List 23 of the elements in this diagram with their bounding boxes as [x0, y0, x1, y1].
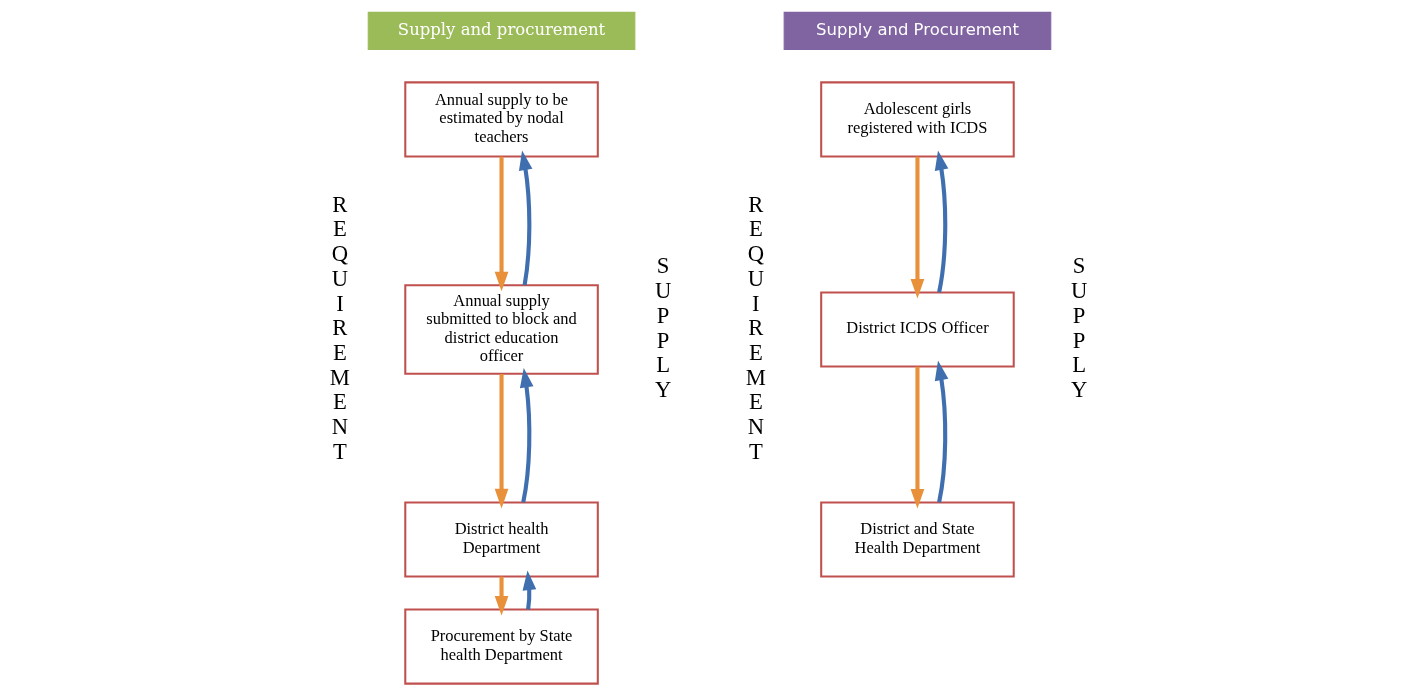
arrow — [494, 576, 509, 616]
node-box: Supply and procurement — [367, 11, 636, 50]
arrow — [519, 367, 534, 503]
arrow — [934, 150, 949, 293]
label: SUPPLY — [1070, 253, 1088, 402]
node-box: Supply and Procurement — [783, 11, 1052, 50]
label: SUPPLY — [655, 253, 672, 402]
node-box: Procurement by State health Department — [404, 608, 599, 685]
arrow — [494, 156, 509, 292]
arrow — [910, 156, 925, 299]
node-box: District and State Health Department — [820, 501, 1015, 578]
label: REQUIREMENT — [745, 191, 766, 464]
node-box: District health Department — [404, 501, 599, 578]
arrow — [522, 570, 537, 610]
arrow — [518, 150, 533, 286]
node-box: Annual supply submitted to block and district education officer — [404, 284, 599, 375]
arrow — [910, 366, 925, 509]
node-box: Annual supply to be estimated by nodal teachers — [404, 81, 599, 158]
arrow — [494, 374, 509, 509]
label: REQUIREMENT — [329, 191, 350, 464]
node-box: District ICDS Officer — [820, 291, 1015, 368]
arrow — [934, 360, 949, 503]
node-box: Adolescent girls registered with ICDS — [820, 81, 1015, 158]
